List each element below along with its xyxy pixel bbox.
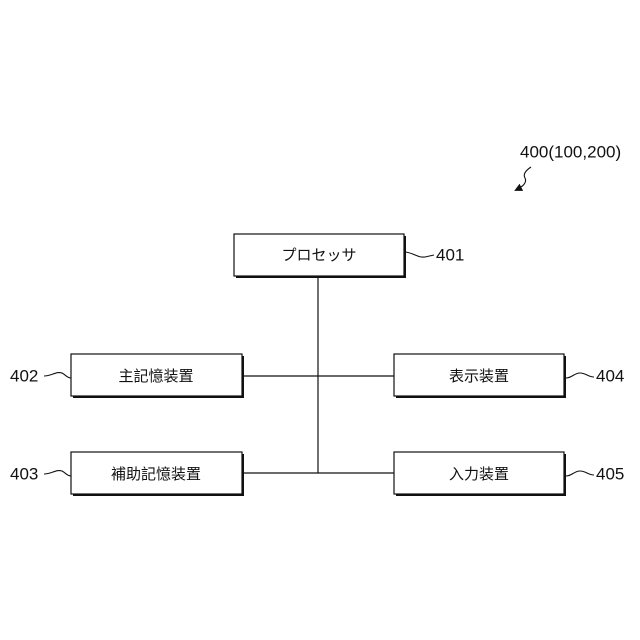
auxiliary-storage-label: 補助記憶装置 — [111, 465, 201, 483]
input-block: 入力装置 — [394, 452, 566, 496]
display-ref-leader — [566, 373, 594, 378]
input-ref-number: 405 — [596, 465, 624, 484]
auxiliary-storage-ref-number: 403 — [10, 465, 38, 484]
processor-ref-number: 401 — [436, 246, 464, 265]
main-memory-block: 主記憶装置 — [71, 354, 244, 398]
auxiliary-storage-block: 補助記憶装置 — [71, 452, 244, 496]
input-label: 入力装置 — [449, 465, 509, 483]
figure-reference-arrow — [516, 167, 531, 190]
main-memory-label: 主記憶装置 — [118, 367, 193, 385]
processor-label: プロセッサ — [281, 246, 356, 264]
processor-block: プロセッサ — [234, 234, 406, 278]
processor-ref-leader — [404, 252, 434, 257]
auxiliary-storage-ref-leader — [44, 471, 71, 476]
main-memory-ref-leader — [44, 373, 71, 378]
figure-reference-label: 400(100,200) — [520, 143, 621, 162]
main-memory-ref-number: 402 — [10, 367, 38, 386]
display-label: 表示装置 — [449, 367, 509, 385]
display-block: 表示装置 — [394, 354, 566, 398]
display-ref-number: 404 — [596, 367, 624, 386]
input-ref-leader — [566, 471, 594, 476]
